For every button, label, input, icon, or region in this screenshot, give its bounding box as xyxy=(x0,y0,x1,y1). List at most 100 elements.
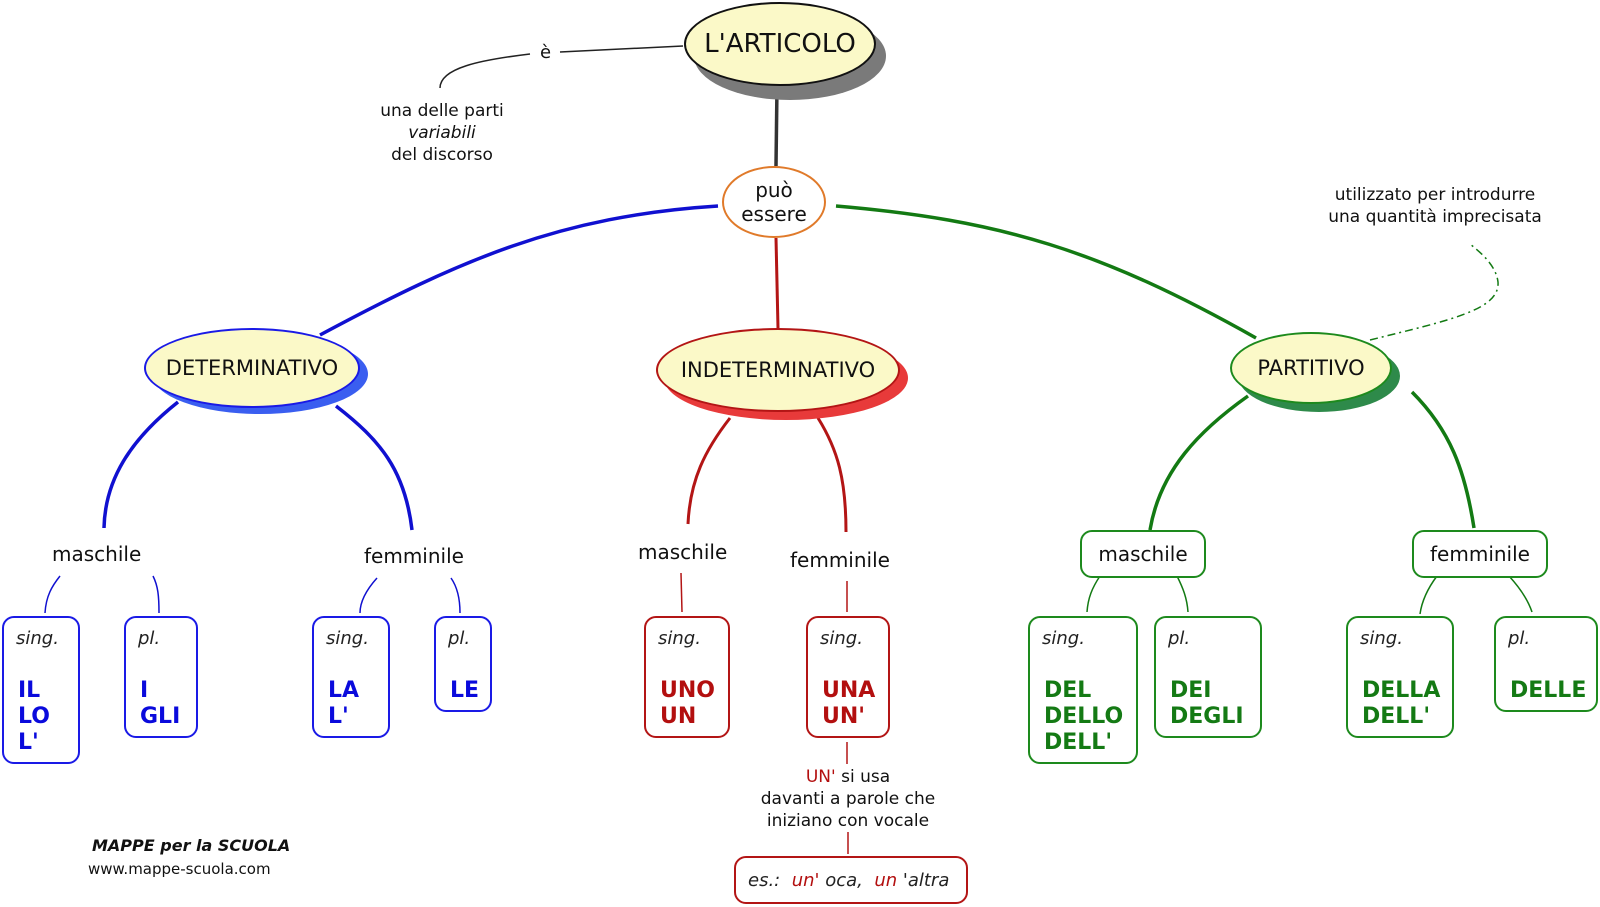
form: UN xyxy=(660,704,697,729)
tag: pl. xyxy=(1508,628,1531,649)
form: LE xyxy=(450,678,480,703)
determinativo-node[interactable]: DETERMINATIVO xyxy=(144,328,360,408)
par-m-pl-box[interactable]: pl. DEI DEGLI xyxy=(1154,616,1262,738)
form: IL xyxy=(18,678,41,703)
par-maschile-label: maschile xyxy=(1098,542,1188,566)
note-line3: iniziano con vocale xyxy=(766,811,930,831)
par-femminile-box[interactable]: femminile xyxy=(1412,530,1548,578)
form: DELLO xyxy=(1044,704,1124,729)
link-root-description xyxy=(559,45,684,53)
form: LO xyxy=(18,704,50,729)
link-puo-determinativo xyxy=(319,204,719,337)
root-description: una delle parti variabili del discorso xyxy=(372,100,512,166)
form: DELL' xyxy=(1362,704,1431,729)
description-line2: variabili xyxy=(408,123,476,143)
link-det-f-sing xyxy=(359,577,378,614)
ind-example-box[interactable]: es.: un' oca, un 'altra xyxy=(734,856,968,904)
link-ind-maschile xyxy=(686,417,732,525)
partitivo-note-line2: una quantità imprecisata xyxy=(1328,207,1542,227)
connector-node[interactable]: può essere xyxy=(722,166,826,238)
link-par-femminile xyxy=(1410,390,1476,529)
tag: sing. xyxy=(1360,628,1403,649)
ind-femminile-label: femminile xyxy=(790,548,890,572)
tag: sing. xyxy=(658,628,701,649)
note-highlight: UN' xyxy=(805,767,836,787)
link-ind-m-sing xyxy=(680,572,683,613)
tag: sing. xyxy=(1042,628,1085,649)
determinativo-label: DETERMINATIVO xyxy=(165,356,339,380)
link-puo-partitivo xyxy=(835,204,1257,340)
tag: sing. xyxy=(326,628,369,649)
tag: sing. xyxy=(820,628,863,649)
form: L' xyxy=(328,704,349,729)
form: DELL' xyxy=(1044,730,1113,755)
example-w2-red: un xyxy=(874,869,898,891)
partitivo-node[interactable]: PARTITIVO xyxy=(1230,332,1392,404)
par-femminile-label: femminile xyxy=(1430,542,1530,566)
link-par-f-sing xyxy=(1419,575,1438,615)
det-f-sing-box[interactable]: sing. LA L' xyxy=(312,616,390,738)
ind-maschile-label: maschile xyxy=(638,540,728,564)
ind-f-sing-box[interactable]: sing. UNA UN' xyxy=(806,616,890,738)
form: L' xyxy=(18,730,39,755)
indeterminativo-label: INDETERMINATIVO xyxy=(680,358,876,382)
link-par-maschile xyxy=(1148,394,1250,531)
tag: pl. xyxy=(448,628,471,649)
root-node[interactable]: L'ARTICOLO xyxy=(684,2,876,86)
footer-brand: MAPPE per la SCUOLA xyxy=(92,836,291,855)
root-link-label: è xyxy=(536,42,556,63)
det-m-sing-box[interactable]: sing. IL LO L' xyxy=(2,616,80,764)
example-w1-rest: oca, xyxy=(825,869,863,891)
form: GLI xyxy=(140,704,181,729)
link-partitivo-note xyxy=(1369,243,1499,341)
indeterminativo-node[interactable]: INDETERMINATIVO xyxy=(656,328,900,412)
form: UNO xyxy=(660,678,715,703)
ind-m-sing-box[interactable]: sing. UNO UN xyxy=(644,616,730,738)
example-prefix: es.: xyxy=(748,869,781,891)
det-f-pl-box[interactable]: pl. LE xyxy=(434,616,492,712)
note-line1-rest: si usa xyxy=(835,767,891,787)
form: UN' xyxy=(822,704,866,729)
footer-url[interactable]: www.mappe-scuola.com xyxy=(88,860,271,878)
link-par-m-pl xyxy=(1176,575,1189,613)
description-line3: del discorso xyxy=(391,145,493,165)
par-f-pl-box[interactable]: pl. DELLE xyxy=(1494,616,1598,712)
link-det-femminile xyxy=(334,404,414,531)
link-det-m-pl xyxy=(152,575,160,614)
det-m-pl-box[interactable]: pl. I GLI xyxy=(124,616,198,738)
form: I xyxy=(140,678,149,703)
root-label: L'ARTICOLO xyxy=(704,29,856,59)
tag: pl. xyxy=(1168,628,1191,649)
description-line1: una delle parti xyxy=(380,101,504,121)
form: LA xyxy=(328,678,360,703)
par-m-sing-box[interactable]: sing. DEL DELLO DELL' xyxy=(1028,616,1138,764)
link-par-f-pl xyxy=(1508,575,1533,613)
form: DEL xyxy=(1044,678,1092,703)
par-maschile-box[interactable]: maschile xyxy=(1080,530,1206,578)
connector-line1: può xyxy=(755,178,793,202)
par-f-sing-box[interactable]: sing. DELLA DELL' xyxy=(1346,616,1454,738)
det-femminile-label: femminile xyxy=(364,544,464,568)
partitivo-note: utilizzato per introdurre una quantità i… xyxy=(1320,184,1550,228)
partitivo-label: PARTITIVO xyxy=(1257,356,1365,380)
link-det-m-sing xyxy=(44,575,61,614)
link-puo-indeterminativo xyxy=(774,237,780,329)
example-w1-red: un' xyxy=(791,869,820,891)
det-maschile-label: maschile xyxy=(52,542,142,566)
form: DEGLI xyxy=(1170,704,1244,729)
example-w2-rest: 'altra xyxy=(902,869,950,891)
link-ind-femminile xyxy=(816,417,848,533)
link-det-f-pl xyxy=(450,577,461,614)
form: DEI xyxy=(1170,678,1212,703)
tag: sing. xyxy=(16,628,59,649)
link-det-maschile xyxy=(102,400,180,529)
tag: pl. xyxy=(138,628,161,649)
form: DELLE xyxy=(1510,678,1587,703)
form: UNA xyxy=(822,678,876,703)
partitivo-note-line1: utilizzato per introdurre xyxy=(1334,185,1536,205)
link-par-m-sing xyxy=(1086,575,1101,613)
ind-note: UN' si usa davanti a parole che iniziano… xyxy=(740,766,956,832)
note-line2: davanti a parole che xyxy=(760,789,936,809)
connector-line2: essere xyxy=(741,202,807,226)
